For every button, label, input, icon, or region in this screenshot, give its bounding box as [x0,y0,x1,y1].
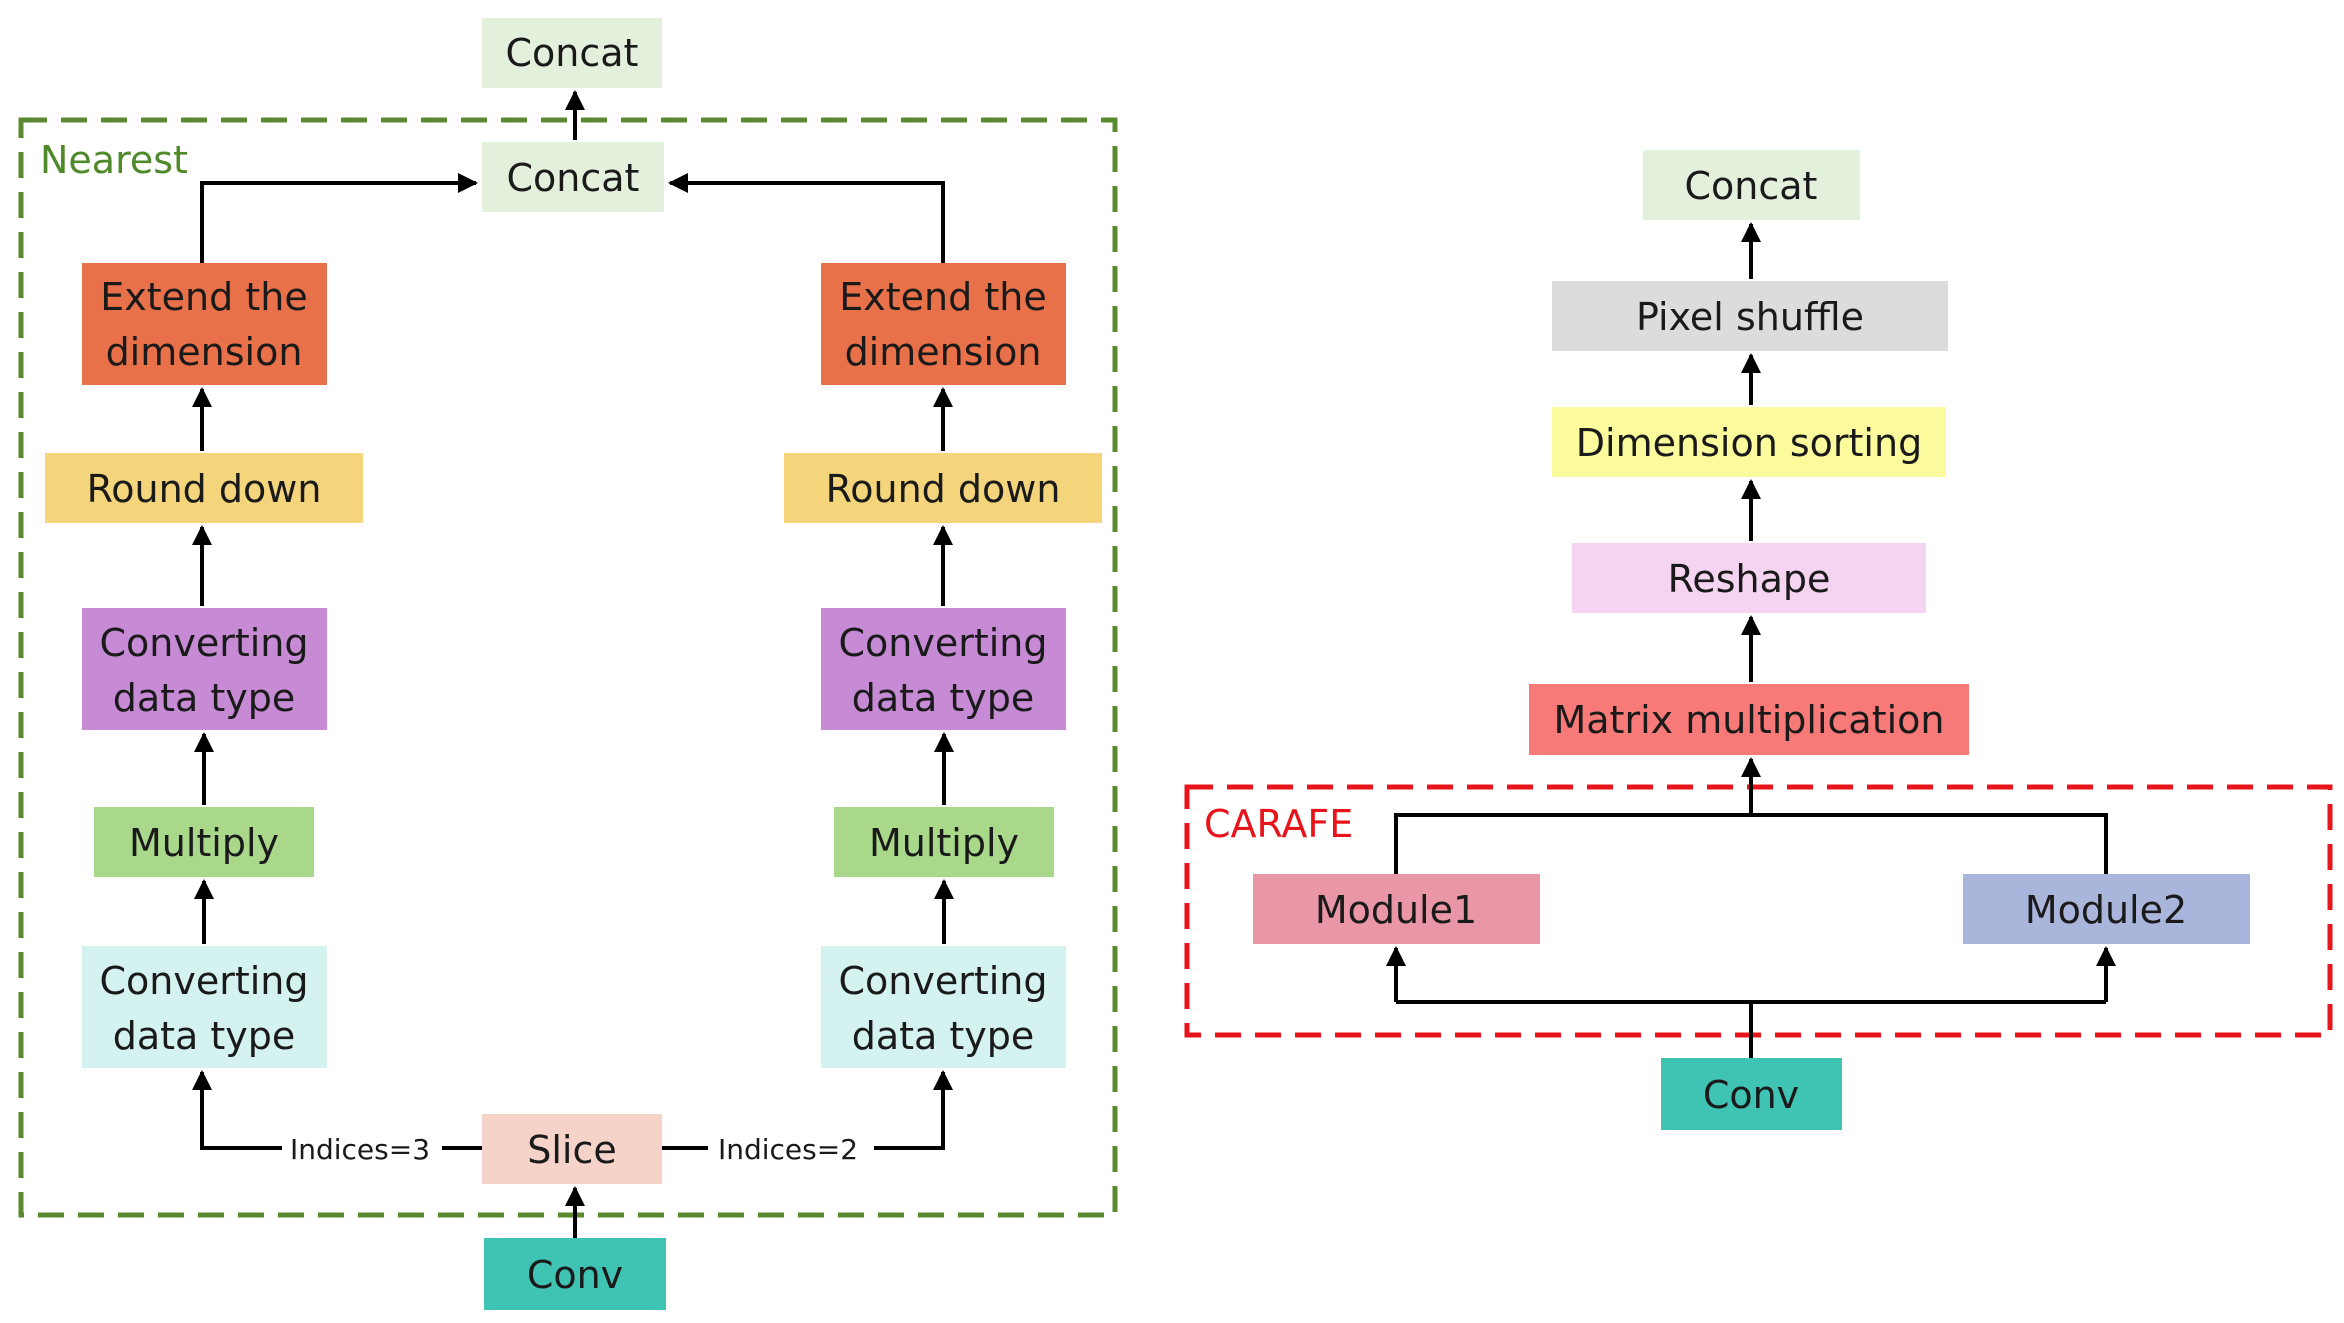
svg-text:Converting: Converting [838,959,1047,1003]
svg-text:data type: data type [113,676,296,720]
svg-text:Module2: Module2 [2025,888,2187,932]
module1-node: Module1 [1253,874,1540,944]
nearest-conv-node: Conv [484,1238,666,1310]
nearest-group-label: Nearest [40,138,188,182]
module2-node: Module2 [1963,874,2250,944]
carafe-group-border [1184,784,2333,1038]
right-round-node: Round down [784,453,1102,523]
nearest-group-border [18,117,1118,1218]
svg-text:Multiply: Multiply [869,821,1019,865]
right-convert2-node: Converting data type [821,946,1066,1068]
svg-text:Multiply: Multiply [129,821,279,865]
svg-text:Concat: Concat [1685,164,1818,208]
matmul-node: Matrix multiplication [1529,684,1969,755]
dimension-sorting-node: Dimension sorting [1552,407,1946,477]
edge-left-extend-to-concat [200,173,478,263]
svg-text:data type: data type [113,1014,296,1058]
svg-text:Extend the: Extend the [839,275,1046,319]
left-convert1-node: Converting data type [82,608,327,730]
right-extend-node: Extend the dimension [821,263,1066,385]
edge-slice-to-right-convert2 [874,1070,953,1150]
svg-text:Extend the: Extend the [100,275,307,319]
top-concat-node: Concat [482,18,662,88]
svg-text:data type: data type [852,676,1035,720]
left-round-node: Round down [45,453,363,523]
left-convert2-node: Converting data type [82,946,327,1068]
svg-text:Matrix multiplication: Matrix multiplication [1553,698,1944,742]
svg-text:Conv: Conv [1703,1073,1799,1117]
inner-concat-node: Concat [482,142,664,212]
edge-right-extend-to-concat [668,173,945,263]
pixel-shuffle-node: Pixel shuffle [1552,281,1948,351]
right-multiply-node: Multiply [834,807,1054,877]
right-convert1-node: Converting data type [821,608,1066,730]
svg-text:data type: data type [852,1014,1035,1058]
svg-text:Slice: Slice [527,1128,617,1172]
svg-text:Conv: Conv [527,1253,623,1297]
svg-text:dimension: dimension [845,330,1042,374]
svg-text:Round down: Round down [826,467,1061,511]
svg-text:Module1: Module1 [1315,888,1477,932]
indices-right-label: Indices=2 [718,1133,858,1166]
carafe-conv-node: Conv [1661,1058,1842,1130]
left-multiply-node: Multiply [94,807,314,877]
reshape-node: Reshape [1572,543,1926,613]
carafe-group-label: CARAFE [1204,802,1353,846]
svg-text:Converting: Converting [838,621,1047,665]
svg-text:Dimension sorting: Dimension sorting [1576,421,1922,465]
svg-text:Concat: Concat [506,31,639,75]
svg-text:Reshape: Reshape [1668,557,1831,601]
left-extend-node: Extend the dimension [82,263,327,385]
slice-node: Slice [482,1114,662,1184]
svg-text:Pixel shuffle: Pixel shuffle [1636,295,1864,339]
svg-text:Concat: Concat [507,156,640,200]
edge-slice-to-left-convert2 [192,1070,282,1150]
svg-text:Round down: Round down [87,467,322,511]
svg-text:dimension: dimension [106,330,303,374]
carafe-concat-node: Concat [1643,150,1860,220]
edge-modules-merge [1394,813,2108,874]
indices-left-label: Indices=3 [290,1133,430,1166]
svg-text:Converting: Converting [99,959,308,1003]
svg-text:Converting: Converting [99,621,308,665]
